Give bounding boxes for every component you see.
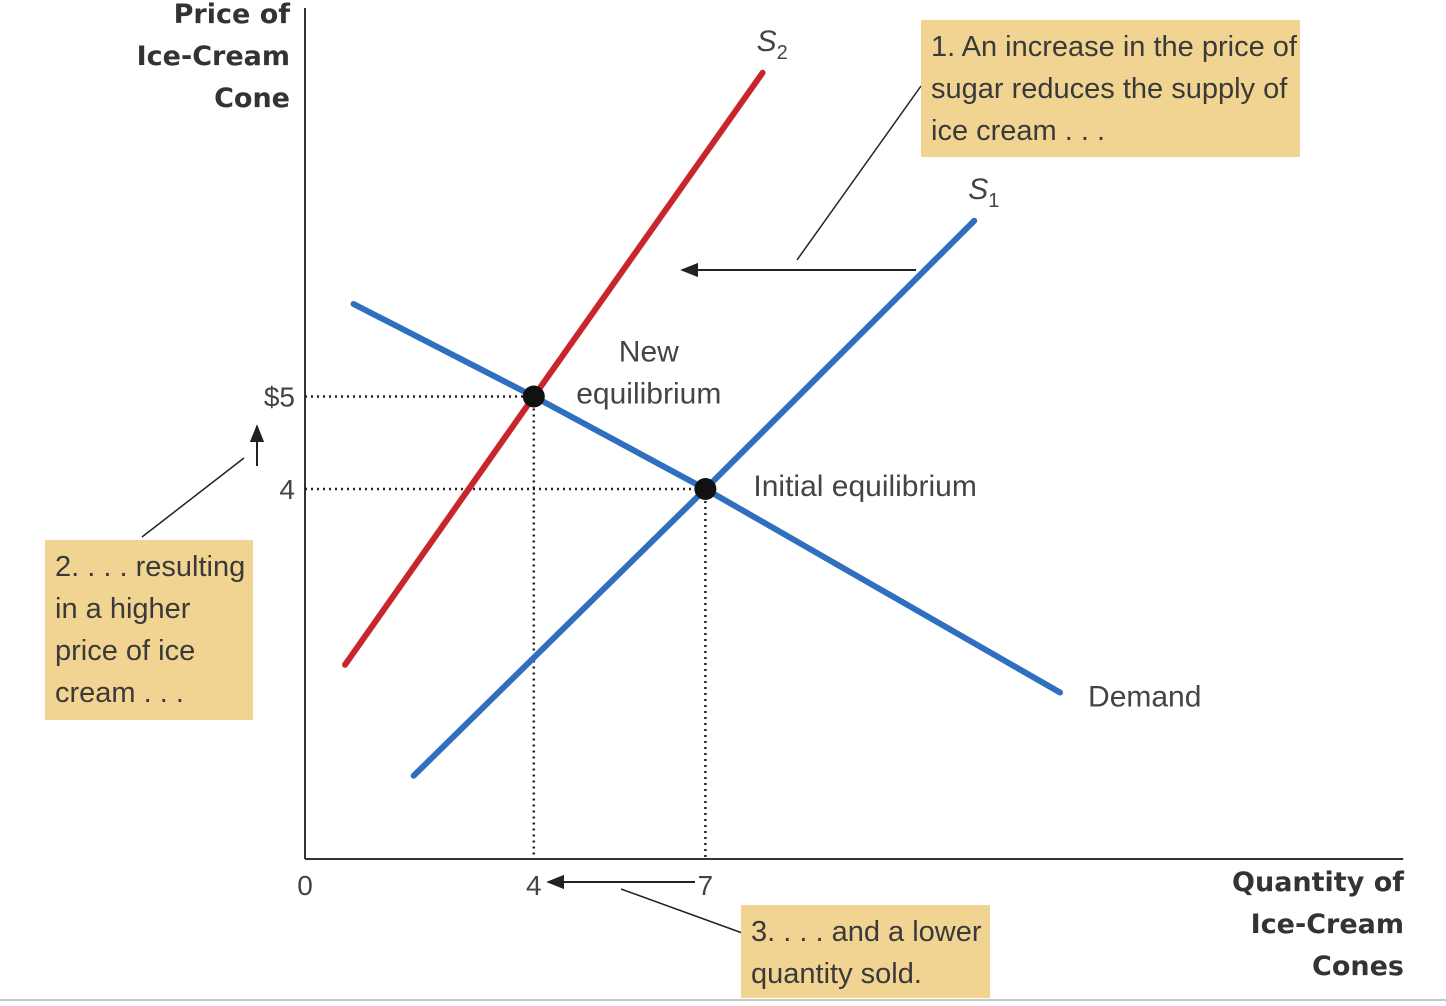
y-axis-title-line: Price of: [173, 0, 290, 30]
y-tick-label: $5: [264, 382, 295, 413]
demand-curve: [350, 301, 1064, 696]
equilibrium-label: Initial equilibrium: [753, 470, 976, 503]
note-2-leader: [141, 457, 245, 538]
y-axis-title-line: Cone: [214, 83, 290, 114]
annotation-line: quantity sold.: [751, 958, 922, 990]
annotation-line: 3. . . . and a lower: [751, 916, 982, 948]
supply-label-s1: S1: [968, 173, 999, 212]
note-3-leader: [620, 888, 746, 935]
supply-curve-s2: [342, 69, 766, 668]
annotation-higher-price: 2. . . . resulting in a higher price of …: [45, 540, 253, 720]
annotation-lower-quantity: 3. . . . and a lower quantity sold.: [741, 905, 990, 998]
annotation-line: cream . . .: [55, 677, 184, 709]
x-axis-title: Quantity of Ice-Cream Cones: [1158, 862, 1404, 988]
demand-label: Demand: [1088, 681, 1201, 714]
supply-label-s2: S2: [757, 25, 788, 64]
annotation-line: sugar reduces the supply of: [931, 73, 1288, 105]
annotation-line: in a higher: [55, 593, 191, 625]
x-tick-label: 7: [698, 870, 714, 901]
y-axis-title-line: Ice-Cream: [136, 41, 290, 72]
y-tick-label: 4: [279, 474, 295, 505]
annotation-line: ice cream . . .: [931, 115, 1106, 147]
y-axis-title: Price of Ice-Cream Cone: [137, 0, 290, 120]
annotation-supply-decrease: 1. An increase in the price of sugar red…: [921, 20, 1300, 157]
annotation-line: 2. . . . resulting: [55, 551, 246, 583]
equilibrium-point: [522, 385, 545, 408]
note-1-leader: [796, 85, 922, 261]
annotation-line: price of ice: [55, 635, 196, 667]
x-tick-label: 0: [297, 870, 313, 901]
x-axis-title-line: Ice-Cream Cones: [1250, 909, 1404, 982]
annotation-line: 1. An increase in the price of: [931, 31, 1297, 63]
equilibrium-point: [694, 478, 717, 500]
equilibrium-label: equilibrium: [576, 378, 721, 411]
x-axis-title-line: Quantity of: [1232, 867, 1404, 898]
equilibrium-label: New: [619, 336, 679, 369]
x-tick-label: 4: [526, 870, 542, 901]
bottom-divider: [0, 999, 1446, 1001]
